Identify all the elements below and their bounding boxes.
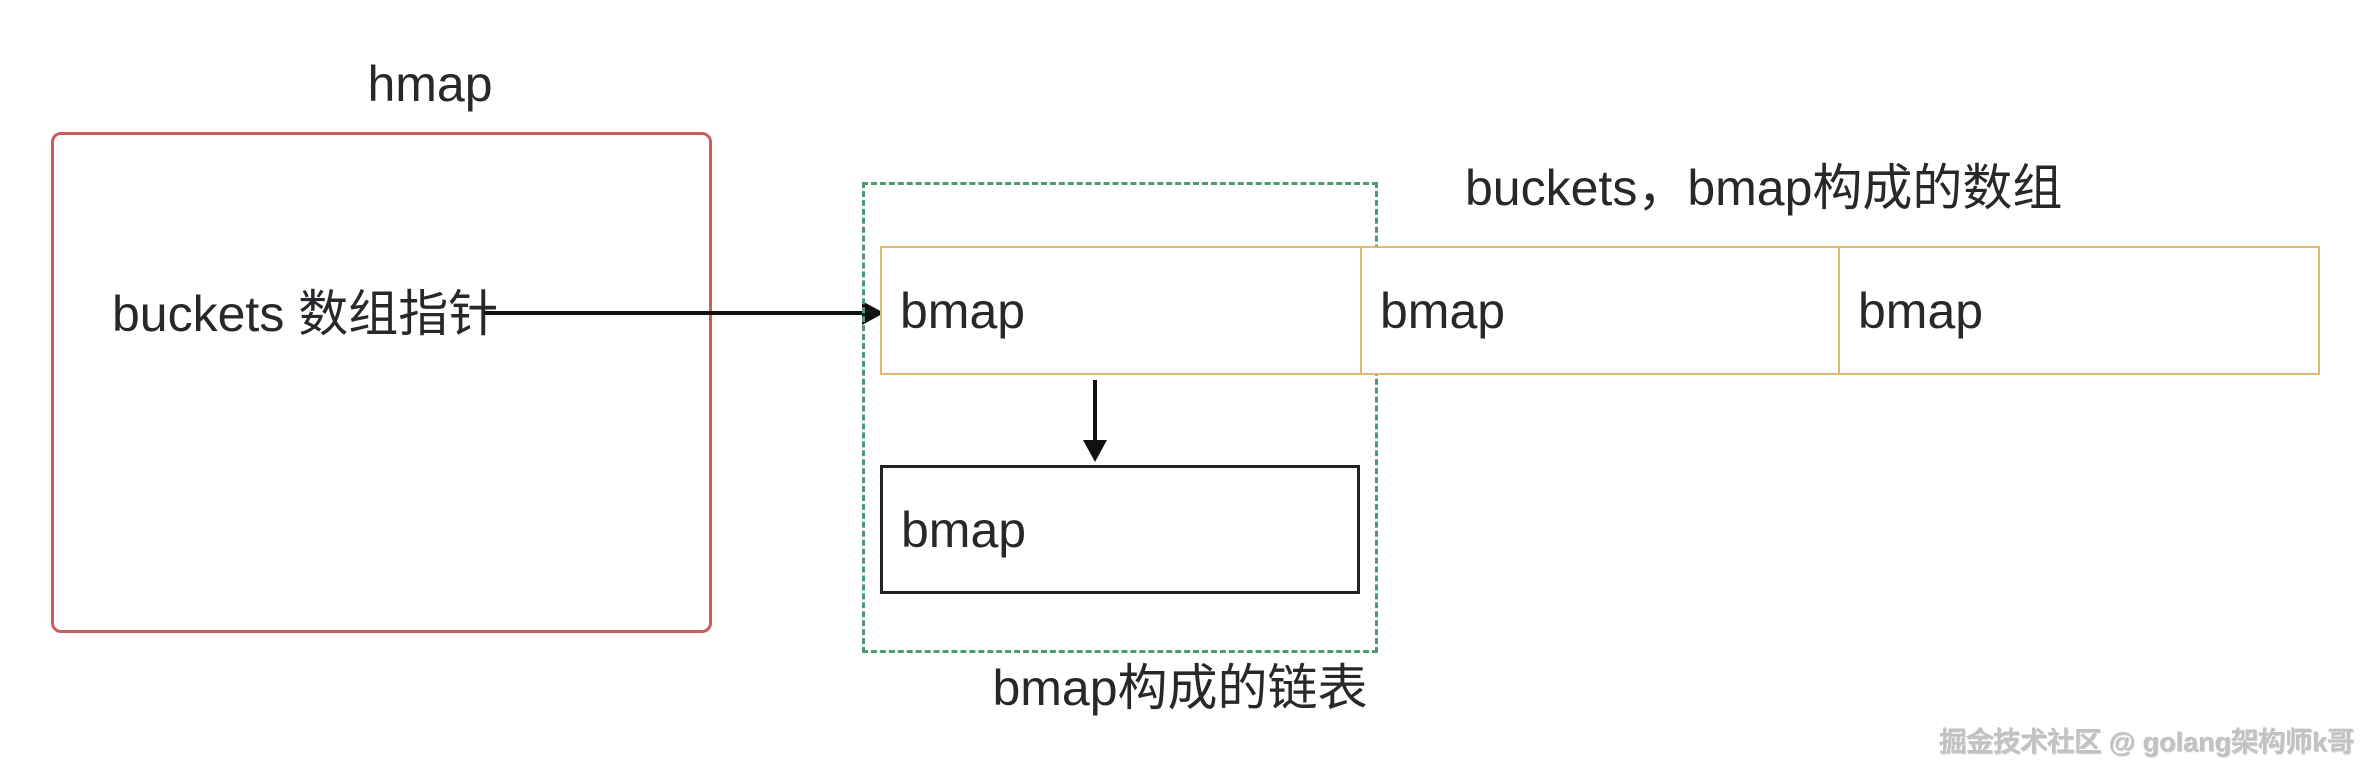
bucket-cell-bmap-2: bmap [1838, 248, 2318, 373]
buckets-array-label: buckets，bmap构成的数组 [1465, 160, 2063, 216]
bucket-cell-bmap-0: bmap [900, 282, 1026, 339]
hmap-buckets-field-label: buckets 数组指针 [112, 286, 499, 342]
overflow-bmap-node: bmap [880, 465, 1360, 594]
watermark-text: 掘金技术社区 @ golang架构师k哥 [1939, 727, 2354, 757]
bucket-cell-bmap-1: bmap [1360, 248, 1838, 373]
hmap-title: hmap [367, 56, 493, 112]
buckets-pointer-arrow-right-icon [484, 294, 886, 332]
hmap-struct-box [51, 132, 712, 633]
linked-list-label: bmap构成的链表 [992, 660, 1368, 716]
linked-list-region-box [862, 182, 1378, 653]
buckets-array-row: bmap bmap bmap [880, 246, 2320, 375]
overflow-pointer-arrow-down-icon [1077, 380, 1113, 464]
